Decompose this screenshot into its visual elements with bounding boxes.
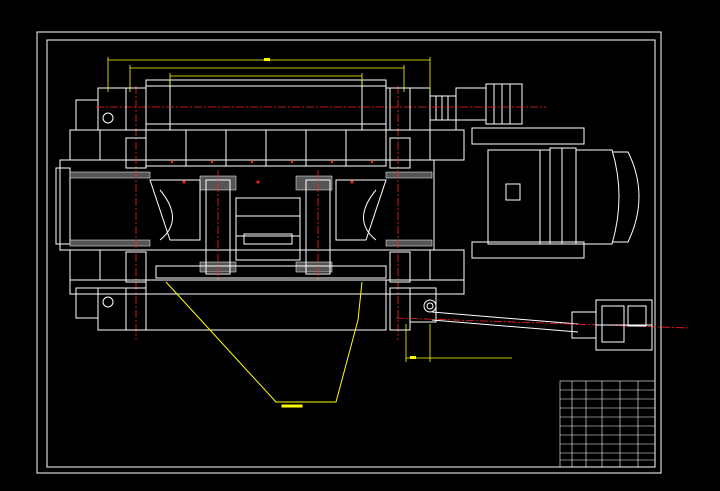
outer-border [36,31,662,474]
vertical-centerlines [135,86,399,340]
red-markers [170,160,374,184]
bottom-dimension [405,324,512,362]
top-dimension-lines [107,57,431,92]
hatched-sections [69,171,433,273]
linkage-rod [431,311,597,339]
rotor-columns [205,179,331,275]
hopper-outline [165,281,363,408]
main-housing [55,129,465,281]
inner-cones [149,179,387,241]
title-block [559,380,656,468]
top-motor-gearbox [429,83,523,125]
bottom-section [69,265,465,331]
right-motor [471,127,640,259]
inner-border [46,39,656,468]
right-actuator [595,299,653,351]
